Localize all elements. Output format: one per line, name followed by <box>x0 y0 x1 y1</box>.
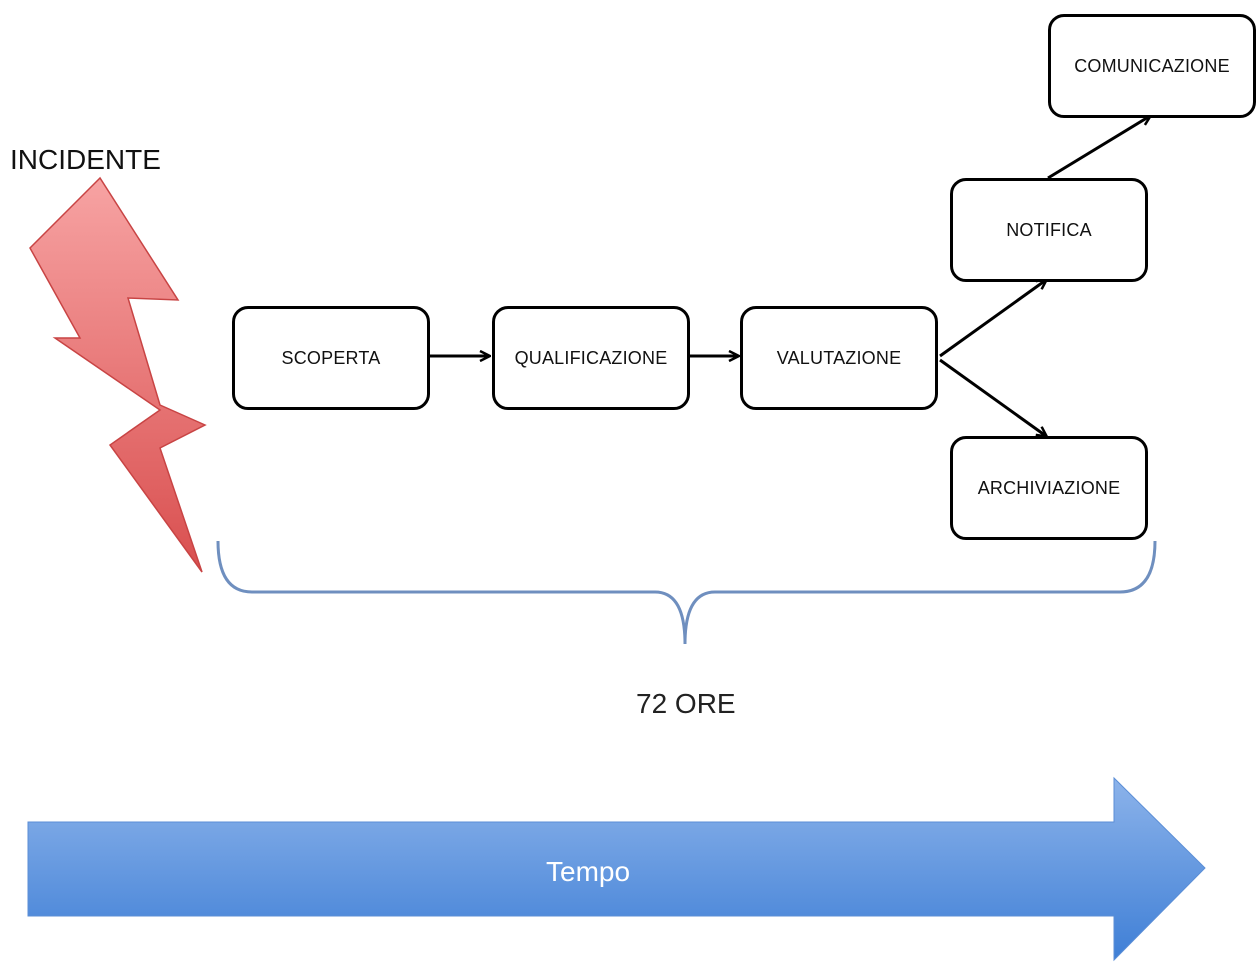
step-valutazione: VALUTAZIONE <box>740 306 938 410</box>
lightning-bolt-icon <box>29 176 207 573</box>
time-arrow <box>27 776 1206 962</box>
arrow-valutazione-notifica <box>939 280 1046 358</box>
step-scoperta: SCOPERTA <box>232 306 430 410</box>
step-comunicazione: COMUNICAZIONE <box>1048 14 1256 118</box>
step-archiviazione: ARCHIVIAZIONE <box>950 436 1148 540</box>
timeline-label: Tempo <box>546 856 631 887</box>
duration-label: 72 ORE <box>636 688 736 719</box>
incident-label: INCIDENTE <box>10 144 161 175</box>
arrow-notifica-comunicazione <box>1047 116 1150 180</box>
step-notifica: NOTIFICA <box>950 178 1148 282</box>
arrow-valutazione-archiviazione <box>939 358 1046 436</box>
step-qualificazione: QUALIFICAZIONE <box>492 306 690 410</box>
duration-brace <box>216 540 1157 645</box>
